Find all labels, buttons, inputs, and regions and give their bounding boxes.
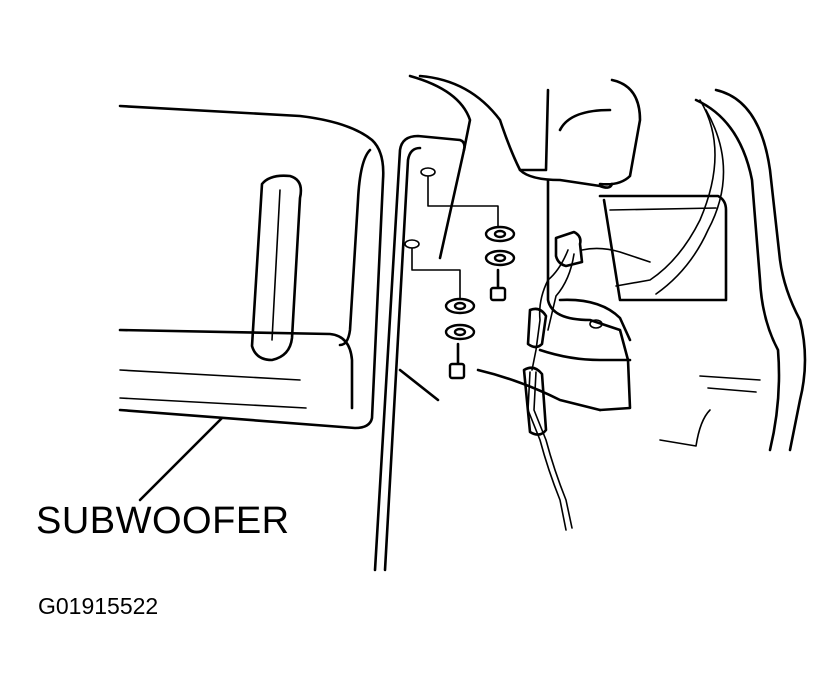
lower-fastener-stack: [444, 297, 476, 380]
upper-fastener-stack: [484, 225, 516, 302]
subwoofer-enclosure: [118, 104, 385, 430]
vehicle-body-structure: [418, 74, 807, 452]
mounting-holes: [404, 167, 499, 303]
callout-leader-line: [138, 416, 224, 502]
wiring-harness: [522, 99, 725, 531]
subwoofer-callout-label: SUBWOOFER: [36, 500, 290, 542]
trim-panel: [373, 74, 472, 572]
figure-id: G01915522: [38, 593, 159, 619]
